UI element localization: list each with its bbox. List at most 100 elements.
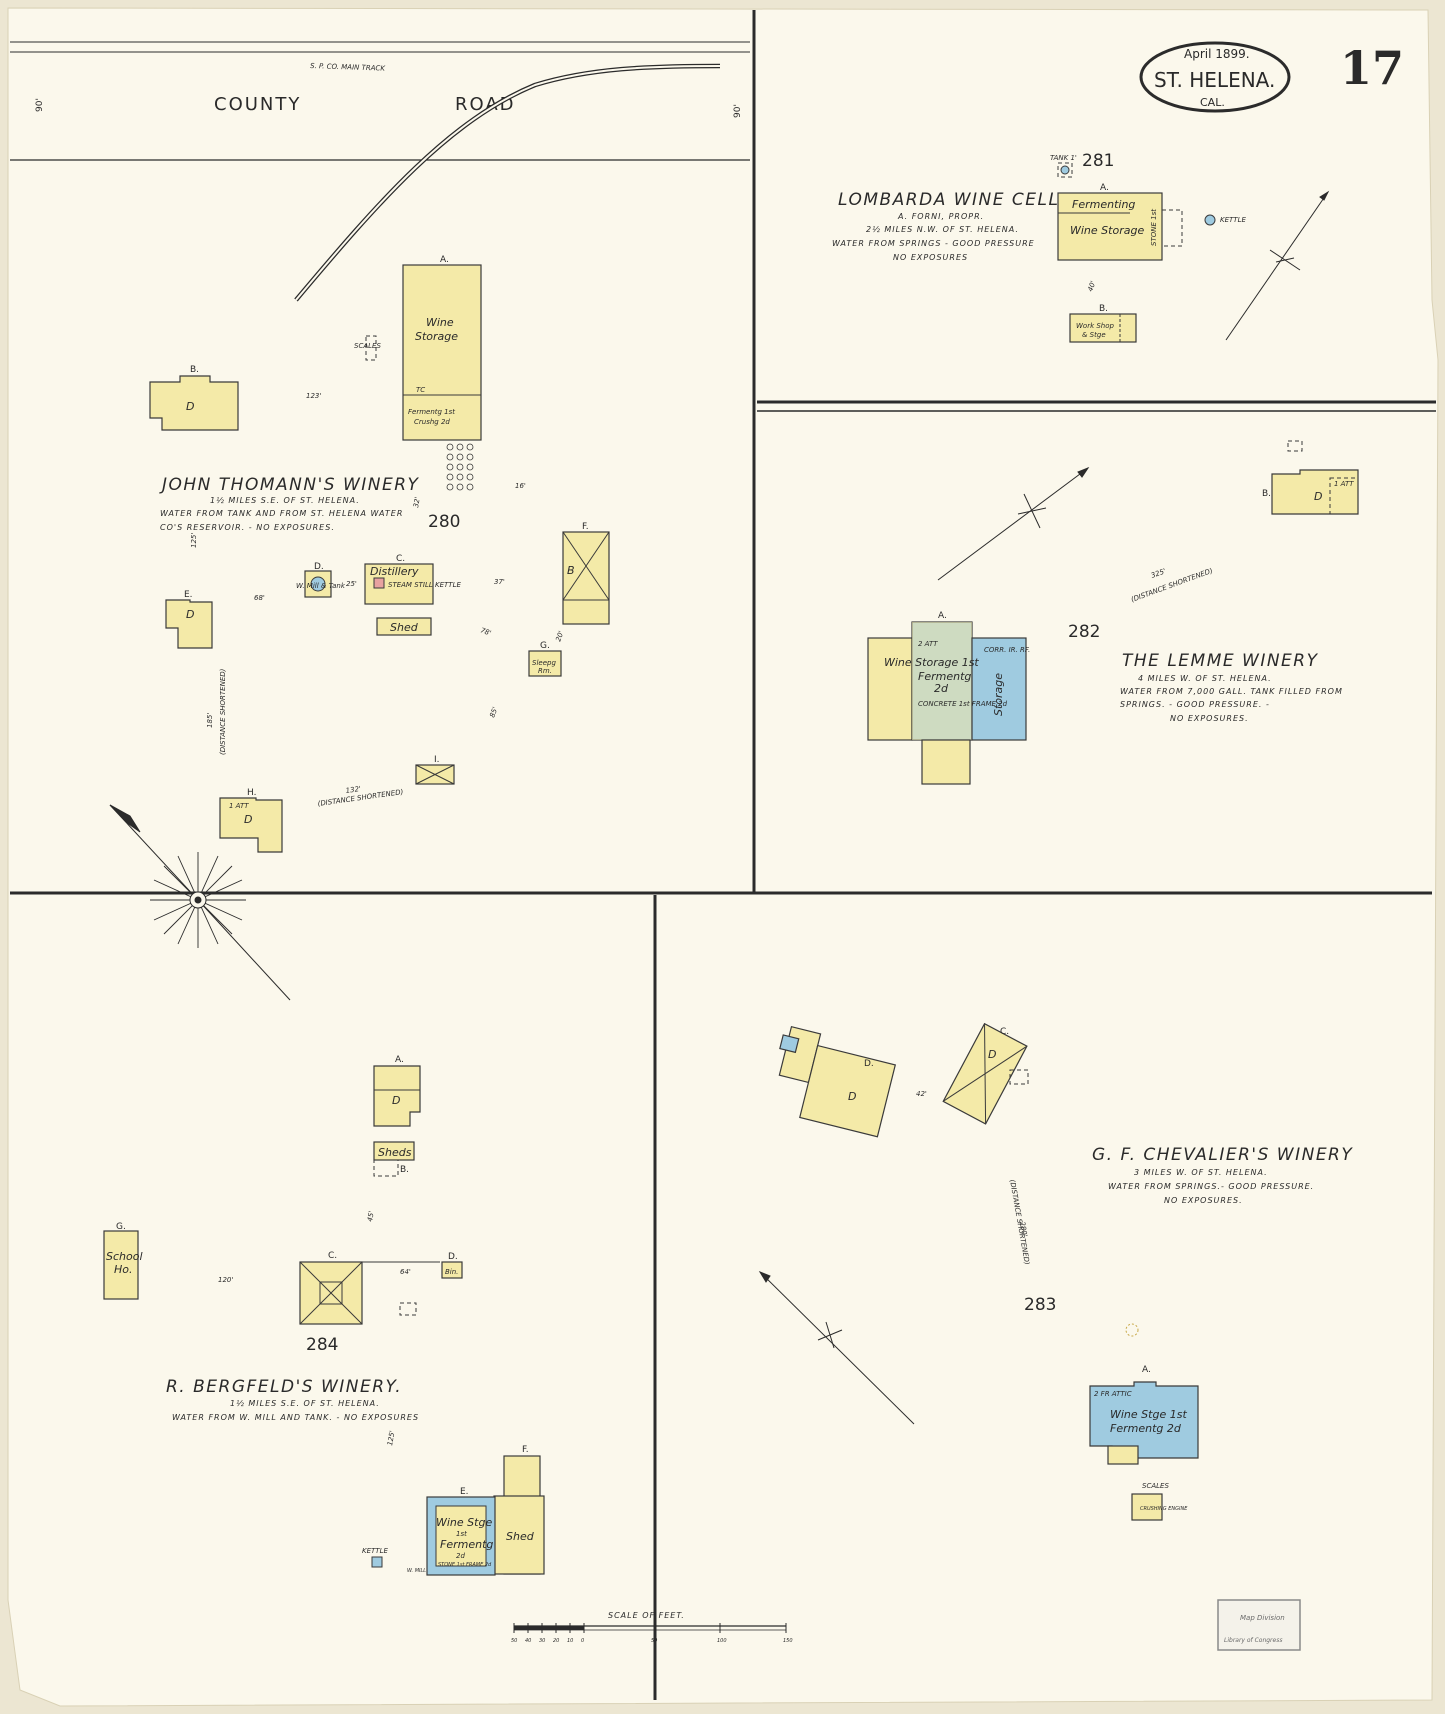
lombarda-a-use-2: Wine Storage xyxy=(1070,224,1144,237)
bergfeld-b-use: Sheds xyxy=(378,1146,412,1159)
chevalier-c-use: D xyxy=(988,1048,996,1061)
stamp-line-2: Library of Congress xyxy=(1224,1637,1282,1644)
winery-title-lombarda: LOMBARDA WINE CELLAR xyxy=(838,190,1086,210)
lemme-water: WATER FROM 7,000 GALL. TANK FILLED FROM xyxy=(1120,687,1343,696)
bergfeld-dist-125: 125' xyxy=(386,1430,397,1447)
bergfeld-g-letter: G. xyxy=(116,1222,126,1232)
building-e-letter: E. xyxy=(184,590,193,600)
paper-sheet xyxy=(7,7,1439,1707)
winery-location-thomann: 1½ MILES S.E. OF ST. HELENA. xyxy=(210,496,360,505)
lombarda-b-letter: B. xyxy=(1099,304,1108,314)
lombarda-a-use: Fermenting xyxy=(1072,198,1135,211)
scale-label: SCALE OF FEET. xyxy=(608,1611,685,1620)
lemme-a-use: Wine Storage 1st xyxy=(884,656,979,669)
lombarda-building-b xyxy=(1069,313,1137,343)
lombarda-dist: 40' xyxy=(1086,280,1097,293)
kettle-circle xyxy=(1204,214,1216,226)
lombarda-building-a xyxy=(1057,192,1163,261)
building-b-letter: B. xyxy=(190,365,199,375)
building-g-sleeping-room xyxy=(528,650,562,677)
lot-number-284: 284 xyxy=(306,1335,338,1355)
lemme-exposures: NO EXPOSURES. xyxy=(1170,714,1249,723)
winery-title-lemme: THE LEMME WINERY xyxy=(1122,651,1319,671)
building-d-windmill-tank xyxy=(304,570,332,598)
winery-title-chevalier: G. F. CHEVALIER'S WINERY xyxy=(1092,1145,1353,1165)
road-label-road: ROAD xyxy=(455,94,516,115)
lombarda-b-use: Work Shop xyxy=(1076,322,1115,330)
building-a-lower: Fermentg 1st xyxy=(408,408,455,416)
scale-tick-label: 30 xyxy=(539,1638,545,1644)
sheet-title-oval xyxy=(1139,41,1291,113)
chevalier-c-letter: C. xyxy=(1000,1027,1009,1037)
chevalier-dist: 42' xyxy=(916,1090,927,1098)
track-label: S. P. CO. MAIN TRACK xyxy=(310,62,387,73)
bergfeld-a-use: D xyxy=(392,1094,400,1107)
bergfeld-e-use: Wine Stge xyxy=(436,1516,492,1529)
bergfeld-d-letter: D. xyxy=(448,1252,458,1262)
dist-68: 68' xyxy=(254,594,265,602)
building-f-letter: F. xyxy=(582,522,589,532)
panel-chevalier-winery: D. D 42' C. D G. F. CHEVALIER'S WINERY 3… xyxy=(758,1022,1353,1651)
building-f-barn xyxy=(562,531,610,625)
bergfeld-building-g-school xyxy=(103,1230,139,1300)
lombarda-kettle: KETTLE xyxy=(1220,216,1246,224)
panel-bergfeld-winery: A. D Sheds B. 45' G. School Ho. 120' C. … xyxy=(103,1055,545,1576)
chevalier-d-use: D xyxy=(848,1090,856,1103)
lombarda-a-side: STONE 1st xyxy=(1150,209,1158,246)
dist-132: 132' xyxy=(345,785,361,795)
stamp-line-1: Map Division xyxy=(1240,1614,1285,1622)
building-b-dwelling xyxy=(149,375,239,431)
dist-125: 125' xyxy=(190,533,198,548)
bergfeld-dist-64: 64' xyxy=(400,1268,411,1276)
lombarda-location: 2½ MILES N.W. OF ST. HELENA. xyxy=(866,225,1019,234)
chevalier-location: 3 MILES W. OF ST. HELENA. xyxy=(1134,1168,1268,1177)
building-e-use: D xyxy=(186,608,194,621)
scale-tick-label: 40 xyxy=(525,1638,531,1644)
bergfeld-kettle: KETTLE xyxy=(362,1547,388,1555)
building-g-letter: G. xyxy=(540,641,550,651)
chevalier-scales: SCALES xyxy=(1142,1482,1169,1490)
dist-85: 85' xyxy=(488,706,499,719)
winery-water-2-thomann: CO'S RESERVOIR. - NO EXPOSURES. xyxy=(160,523,335,532)
chevalier-d-letter: D. xyxy=(864,1059,874,1069)
scale-tick-label: 100 xyxy=(717,1638,727,1644)
panel-thomann-winery: S. P. CO. MAIN TRACK COUNTY ROAD 90' 90'… xyxy=(10,41,750,853)
lemme-a-side: Storage xyxy=(992,673,1005,716)
bergfeld-building-a xyxy=(373,1065,421,1127)
lemme-storage-wing xyxy=(971,637,1027,741)
lombarda-b-use-2: & Stge xyxy=(1082,331,1106,339)
chevalier-crushing: CRUSHING ENGINE xyxy=(1140,1506,1188,1512)
building-d-use: W. Mill & Tank xyxy=(296,582,346,590)
north-arrow-chevalier xyxy=(758,1270,915,1425)
bergfeld-kettle-box xyxy=(371,1556,383,1568)
scale-tick-label: 150 xyxy=(783,1638,793,1644)
panel-dividers xyxy=(10,10,1436,1700)
building-g-use-2: Rm. xyxy=(538,667,552,675)
scales-label: SCALES xyxy=(354,342,381,350)
building-b-use: D xyxy=(186,400,194,413)
chevalier-a-use: Wine Stge 1st xyxy=(1110,1408,1187,1421)
building-d-letter: D. xyxy=(314,562,324,572)
north-arrow-lombarda xyxy=(1225,190,1330,341)
building-shed-label: Shed xyxy=(390,621,419,634)
bergfeld-e-use-4: 2d xyxy=(456,1552,465,1560)
bergfeld-building-d-bin xyxy=(441,1261,463,1279)
scale-tick-label: 0 xyxy=(581,1638,584,1644)
lemme-b-attic: 1 ATT xyxy=(1334,480,1354,488)
bergfeld-building-b-sheds xyxy=(373,1141,415,1161)
sheet-date: April 1899. xyxy=(1184,47,1250,61)
winery-water-thomann: WATER FROM TANK AND FROM ST. HELENA WATE… xyxy=(160,509,403,518)
chevalier-building-a xyxy=(1089,1381,1199,1459)
lemme-building-a-wing xyxy=(867,637,913,741)
lemme-location: 4 MILES W. OF ST. HELENA. xyxy=(1138,674,1272,683)
sheet-state: CAL. xyxy=(1200,96,1225,109)
road-width-left: 90' xyxy=(35,98,45,112)
scale-tick-label: 20 xyxy=(553,1638,559,1644)
sheet-number: 17 xyxy=(1340,41,1404,95)
north-arrow-lemme xyxy=(937,466,1090,581)
compass-rose xyxy=(109,804,291,1001)
building-c-use: Distillery xyxy=(370,565,419,578)
scale-tick-label: 50 xyxy=(651,1638,657,1644)
lot-number-282: 282 xyxy=(1068,622,1100,642)
